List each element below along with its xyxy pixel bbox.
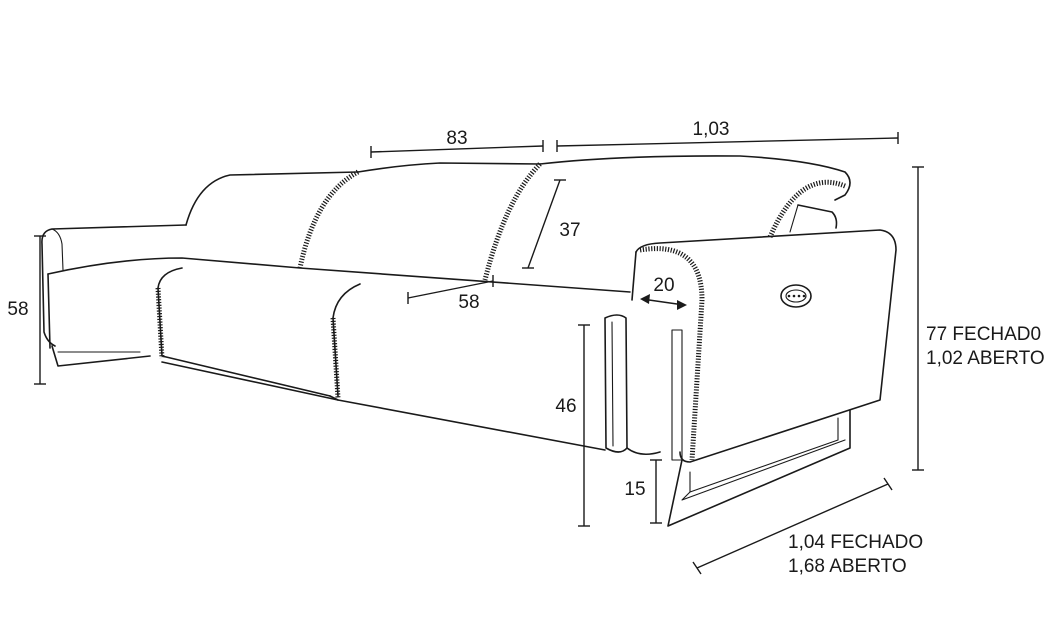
dim-leg-height: 15	[624, 479, 645, 500]
dim-depth-open: 1,68 ABERTO	[788, 556, 907, 577]
dim-seat-depth: 58	[458, 292, 479, 313]
dim-height-closed: 77 FECHAD0	[926, 324, 1041, 345]
back-seam-3	[767, 179, 846, 238]
left-armrest	[41, 224, 187, 367]
recline-button-icon	[780, 284, 812, 308]
dim-armrest-width: 20	[653, 275, 674, 296]
dim-depth-closed: 1,04 FECHADO	[788, 532, 923, 553]
dim-seat-width: 83	[446, 128, 467, 149]
dim-chaise-width: 1,03	[693, 119, 730, 140]
back-seam-2	[482, 162, 542, 281]
arm-seam	[639, 246, 705, 461]
dim-arm-height: 58	[7, 299, 28, 320]
dimension-lines	[34, 132, 924, 575]
dim-seat-height: 46	[555, 396, 576, 417]
seat-cushions	[47, 257, 631, 451]
backrest	[185, 155, 851, 281]
dim-backrest-height: 37	[559, 220, 580, 241]
back-seam-1	[297, 169, 360, 269]
dim-height-open: 1,02 ABERTO	[926, 348, 1045, 369]
front-panel	[604, 314, 661, 456]
right-armrest	[631, 229, 897, 527]
right-leg-post	[671, 329, 683, 461]
